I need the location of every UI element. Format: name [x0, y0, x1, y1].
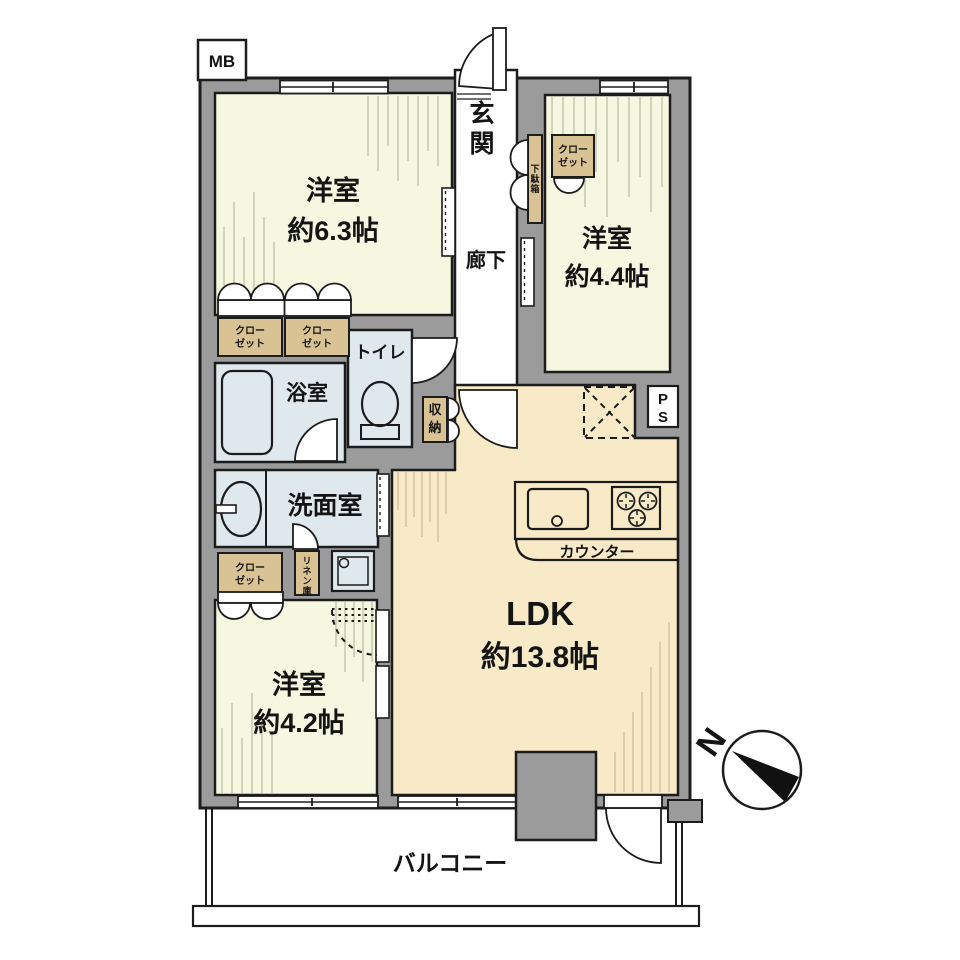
washroom-door-arc [292, 523, 319, 550]
closet-63-left-line1: クロー [235, 325, 265, 337]
pipe-space-s: S [658, 409, 668, 426]
closet-42-doors [217, 591, 284, 620]
room-entrance-corridor [453, 68, 519, 392]
closet-63-right [284, 317, 350, 357]
window-bedroom-44-top [599, 79, 669, 95]
bedroom-63-size: 約6.3帖 [287, 215, 379, 246]
hatch-bedroom-42 [221, 602, 373, 793]
vanity-faucet [215, 504, 237, 514]
bath-door-arc [294, 418, 338, 462]
window-bedroom-63-top [279, 79, 389, 95]
meter-box: MB [196, 38, 248, 82]
window-ldk-bottom [397, 795, 517, 809]
bedroom-44-size: 約4.4帖 [565, 262, 650, 291]
balcony-label: バルコニー [393, 850, 508, 876]
linen-char-3: ン [302, 576, 311, 586]
refrigerator-space [583, 386, 636, 439]
bedroom-42-size: 約4.2帖 [253, 707, 345, 738]
washing-machine-pan [330, 549, 376, 593]
closet-63-left [217, 317, 283, 357]
meter-box-label: MB [209, 52, 235, 71]
bedroom-42-open-door [331, 608, 378, 656]
storage-char-2: 納 [428, 420, 441, 435]
entrance-char-2: 関 [469, 130, 494, 158]
linen-char-2: ネ [302, 566, 311, 576]
wall-foot-right [667, 799, 703, 823]
corridor-label: 廊下 [466, 248, 506, 272]
closet-63-right-line1: クロー [302, 325, 332, 337]
hatch-bedroom-44 [551, 97, 663, 217]
closet-44-door [553, 177, 585, 194]
storage-box [422, 396, 448, 443]
room-toilet [346, 328, 414, 449]
sliding-door-bedroom-42-ldk [375, 609, 390, 719]
ldk-name: LDK [506, 595, 574, 632]
hatch-ldk [397, 472, 670, 792]
kitchen-stove [610, 485, 662, 531]
linen-char-1: リ [302, 556, 311, 566]
sliding-door-bedroom-44 [520, 237, 535, 307]
closet-44 [551, 134, 595, 178]
storage-char-1: 収 [428, 402, 442, 417]
bedroom-63-name: 洋室 [306, 175, 360, 206]
closet-63-right-line2: ゼット [302, 337, 332, 350]
linen-cabinet [294, 550, 320, 596]
balcony-slab [191, 904, 701, 928]
balcony-door [603, 794, 663, 864]
sliding-door-washroom-ldk [376, 473, 390, 537]
kitchen-counter [513, 480, 680, 562]
bathtub [220, 369, 274, 456]
washroom-label: 洗面室 [287, 491, 362, 520]
meter-box-outline [196, 38, 248, 82]
pipe-space-p: P [658, 391, 668, 408]
washroom-vanity [215, 470, 267, 547]
closet-44-line2: ゼット [558, 156, 588, 169]
room-labels: 洋室 約6.3帖 洋室 約4.4帖 洋室 約4.2帖 LDK 約13.8帖 浴室… [253, 99, 649, 876]
entrance-door [457, 27, 507, 100]
balcony-rails [205, 808, 683, 906]
hatch-bedroom-63 [223, 96, 439, 297]
closet-42 [217, 552, 283, 594]
toilet-label: トイレ [355, 343, 406, 362]
bedroom-42-name: 洋室 [272, 669, 326, 700]
storage-doors [447, 397, 460, 443]
closet-42-line1: クロー [235, 562, 265, 574]
shoe-cabinet-char-3: 箱 [530, 183, 539, 194]
small-labels: クロー ゼット クロー ゼット クロー ゼット クロー ゼット 収 納 下 駄 … [235, 144, 588, 596]
ldk-size: 約13.8帖 [481, 641, 599, 674]
linen-char-4: 庫 [302, 585, 311, 596]
compass-needle [732, 751, 799, 802]
sliding-door-bedroom-63 [441, 187, 456, 257]
pipe-space: P S [646, 384, 680, 429]
closet-42-line2: ゼット [235, 574, 265, 587]
closet-63-left-line2: ゼット [235, 337, 265, 350]
closet-44-line1: クロー [558, 144, 588, 156]
shoe-cabinet-char-2: 駄 [530, 173, 540, 184]
closet-63-doors [217, 282, 352, 317]
compass: N [689, 721, 803, 811]
toilet-door-arc [411, 337, 458, 384]
kitchen-sink [526, 487, 590, 531]
counter-label: カウンター [559, 544, 634, 561]
shoe-cabinet-char-1: 下 [530, 164, 539, 174]
bedroom-44-name: 洋室 [582, 224, 632, 253]
pillar [514, 750, 598, 842]
kitchen-sink-drain [551, 515, 563, 527]
window-bedroom-42-bottom [237, 795, 379, 809]
bath-label: 浴室 [286, 381, 328, 405]
toilet-fixture [360, 380, 400, 440]
entrance-char-1: 玄 [469, 99, 494, 128]
ldk-door-arc [458, 389, 518, 449]
shoe-cabinet-doors [509, 139, 529, 211]
